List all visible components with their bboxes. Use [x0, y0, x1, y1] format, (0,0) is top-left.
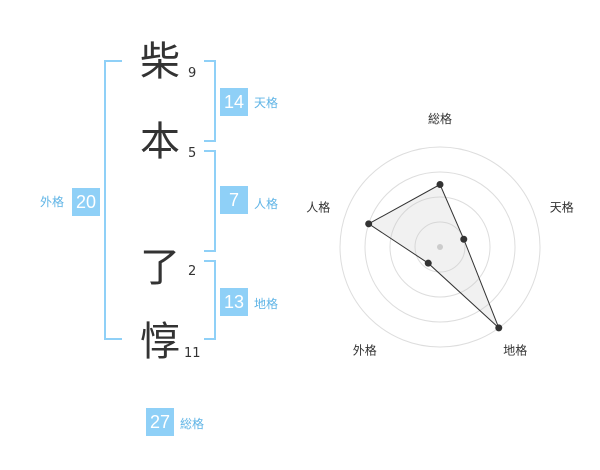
radar-axis-label-4: 外格 — [353, 343, 377, 358]
stroke-count-1: 9 — [188, 66, 197, 81]
name-character-1: 柴 — [140, 39, 180, 85]
radar-polygon — [367, 183, 500, 329]
radar-point-3 — [495, 324, 503, 332]
stroke-count-2: 5 — [188, 146, 197, 161]
radar-axis-label-1: 総格 — [428, 111, 452, 126]
jinkaku-value: 7 — [220, 186, 248, 214]
tenkaku-value: 14 — [220, 88, 248, 116]
name-character-2: 本 — [140, 119, 180, 165]
radar-point-4 — [424, 259, 432, 267]
chikaku-bracket — [204, 260, 216, 340]
radar-point-2 — [460, 235, 468, 243]
jinkaku-label: 人格 — [254, 197, 279, 211]
gaikaku-label: 外格 — [40, 195, 65, 209]
radar-ring-1 — [414, 221, 466, 273]
gaikaku-value: 20 — [72, 188, 100, 216]
radar-ring-2 — [389, 196, 491, 298]
tenkaku-bracket — [204, 60, 216, 142]
soukaku-label: 総格 — [180, 417, 205, 431]
name-character-3: 了 — [140, 245, 180, 291]
radar-ring-4 — [339, 146, 541, 348]
name-character-4: 惇 — [140, 319, 180, 365]
radar-axis-label-5: 人格 — [306, 199, 330, 214]
gaikaku-bracket — [104, 60, 122, 340]
soukaku-value: 27 — [146, 408, 174, 436]
tenkaku-label: 天格 — [254, 96, 279, 110]
radar-ring-3 — [364, 171, 516, 323]
radar-axis-label-3: 地格 — [503, 343, 527, 358]
radar-axis-label-2: 天格 — [550, 199, 574, 214]
stroke-count-3: 2 — [188, 264, 197, 279]
chikaku-label: 地格 — [254, 297, 279, 311]
radar-point-5 — [365, 220, 373, 228]
radar-center-dot — [437, 244, 443, 250]
stroke-count-4: 11 — [184, 346, 201, 361]
jinkaku-bracket — [204, 150, 216, 252]
chikaku-value: 13 — [220, 288, 248, 316]
radar-point-1 — [436, 181, 444, 188]
